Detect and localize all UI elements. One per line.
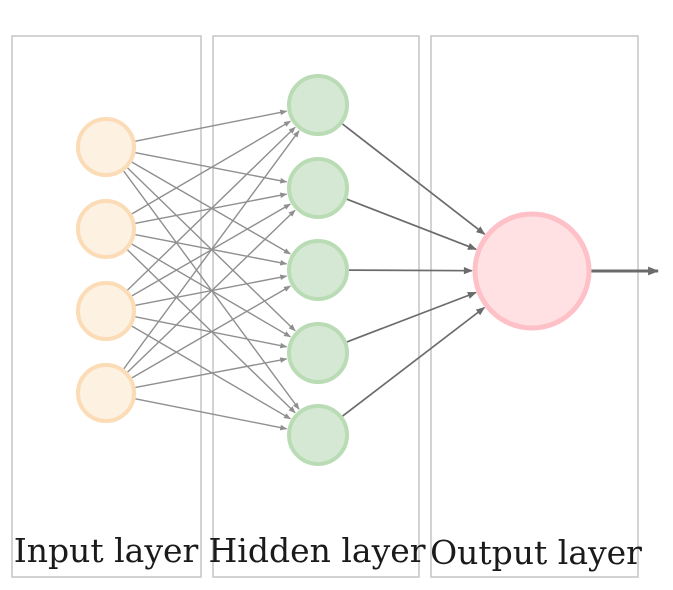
- edge-input-4-hidden-4: [135, 357, 288, 389]
- input-nodes: [76, 117, 136, 423]
- edge-input-4-hidden-3: [131, 285, 291, 379]
- hidden-node-3: [287, 239, 349, 301]
- hidden-layer-label: Hidden layer: [208, 531, 425, 570]
- edge-input-4-hidden-5: [135, 398, 288, 431]
- edge-input-4-hidden-2: [127, 209, 296, 373]
- edge-hidden-1-output: [341, 123, 486, 235]
- input-node-4: [76, 363, 136, 423]
- input-to-hidden-edges: [123, 109, 300, 431]
- edge-input-1-hidden-1: [135, 109, 288, 142]
- edge-input-4-hidden-1: [123, 130, 300, 370]
- edge-hidden-2-output: [346, 198, 477, 251]
- input-node-2: [76, 199, 136, 259]
- hidden-node-2: [287, 157, 349, 219]
- output-node-1: [472, 211, 592, 331]
- hidden-layer-box: [212, 35, 420, 578]
- edge-input-2-hidden-1: [131, 120, 292, 215]
- input-node-1: [76, 117, 136, 177]
- input-node-3: [76, 281, 136, 341]
- input-layer-box: [11, 35, 202, 578]
- hidden-node-1: [287, 74, 349, 136]
- edge-hidden-3-output: [348, 267, 473, 275]
- hidden-node-5: [287, 404, 349, 466]
- output-layer-label: Output layer: [430, 533, 642, 572]
- edge-input-3-hidden-1: [127, 126, 296, 291]
- edge-hidden-5-output: [342, 306, 486, 417]
- input-layer-label: Input layer: [14, 531, 199, 570]
- edge-hidden-4-output: [346, 291, 477, 343]
- output-nodes: [472, 211, 592, 331]
- output-layer-box: [430, 35, 639, 578]
- hidden-node-4: [287, 322, 349, 384]
- hidden-nodes: [287, 74, 349, 466]
- hidden-to-output-edges: [341, 123, 486, 417]
